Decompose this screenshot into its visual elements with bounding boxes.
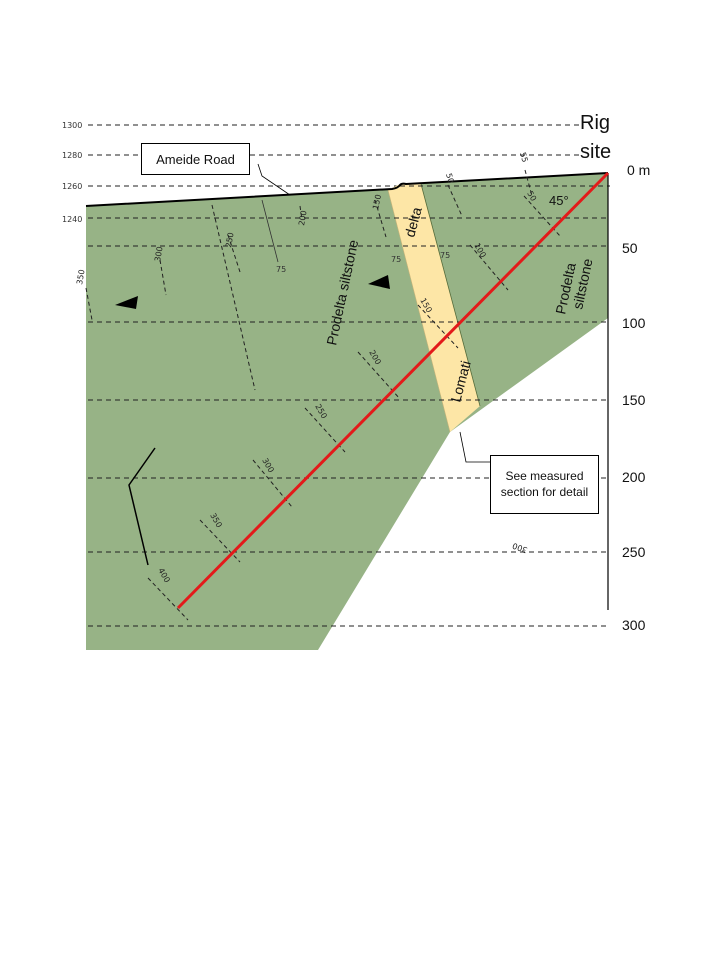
- svg-text:250: 250: [224, 232, 236, 249]
- svg-text:300: 300: [511, 541, 528, 555]
- svg-text:55: 55: [518, 151, 529, 163]
- svg-text:200: 200: [622, 469, 646, 485]
- marker-triangle: [115, 296, 138, 309]
- svg-text:50: 50: [622, 240, 638, 256]
- svg-text:1300: 1300: [62, 121, 82, 130]
- ground-surface: [85, 172, 609, 207]
- rig-site-label: Rig: [580, 112, 610, 134]
- contour-labels: 55 50 150 200 250 300 350 300: [75, 151, 529, 554]
- svg-text:150: 150: [622, 392, 646, 408]
- svg-text:250: 250: [622, 544, 646, 560]
- marker-triangle: [368, 275, 390, 289]
- dip-label: 75: [391, 255, 401, 264]
- lomati-delta-unit: [388, 184, 480, 432]
- svg-text:300: 300: [153, 246, 165, 263]
- svg-text:50: 50: [525, 190, 538, 203]
- fault-trace: [128, 447, 156, 566]
- svg-text:1240: 1240: [62, 215, 82, 224]
- unit-label-delta: delta: [401, 205, 424, 239]
- dip-label: 75: [276, 265, 286, 274]
- svg-text:1260: 1260: [62, 182, 82, 191]
- dip-label: 75: [440, 251, 450, 260]
- svg-text:50: 50: [444, 172, 455, 184]
- svg-text:150: 150: [371, 194, 383, 211]
- svg-text:100: 100: [622, 315, 646, 331]
- grid-lines-lower: [88, 185, 610, 627]
- svg-text:300: 300: [622, 617, 646, 633]
- borehole-line: [176, 171, 610, 610]
- depth-labels: 0 m 50 100 150 200 250 300: [622, 162, 650, 633]
- elevation-labels: 1300 1280 1260 1240: [62, 121, 82, 224]
- contours: [85, 169, 561, 621]
- svg-text:350: 350: [75, 269, 87, 286]
- ameide-road-callout: Ameide Road: [141, 143, 250, 175]
- svg-text:1280: 1280: [62, 151, 82, 160]
- svg-text:0 m: 0 m: [627, 162, 650, 178]
- measured-section-callout: See measured section for detail: [490, 455, 599, 514]
- svg-text:200: 200: [297, 210, 309, 227]
- angle-label: 45°: [549, 193, 569, 208]
- rig-site-label: site: [580, 141, 611, 163]
- prodelta-siltstone-unit: [86, 173, 608, 650]
